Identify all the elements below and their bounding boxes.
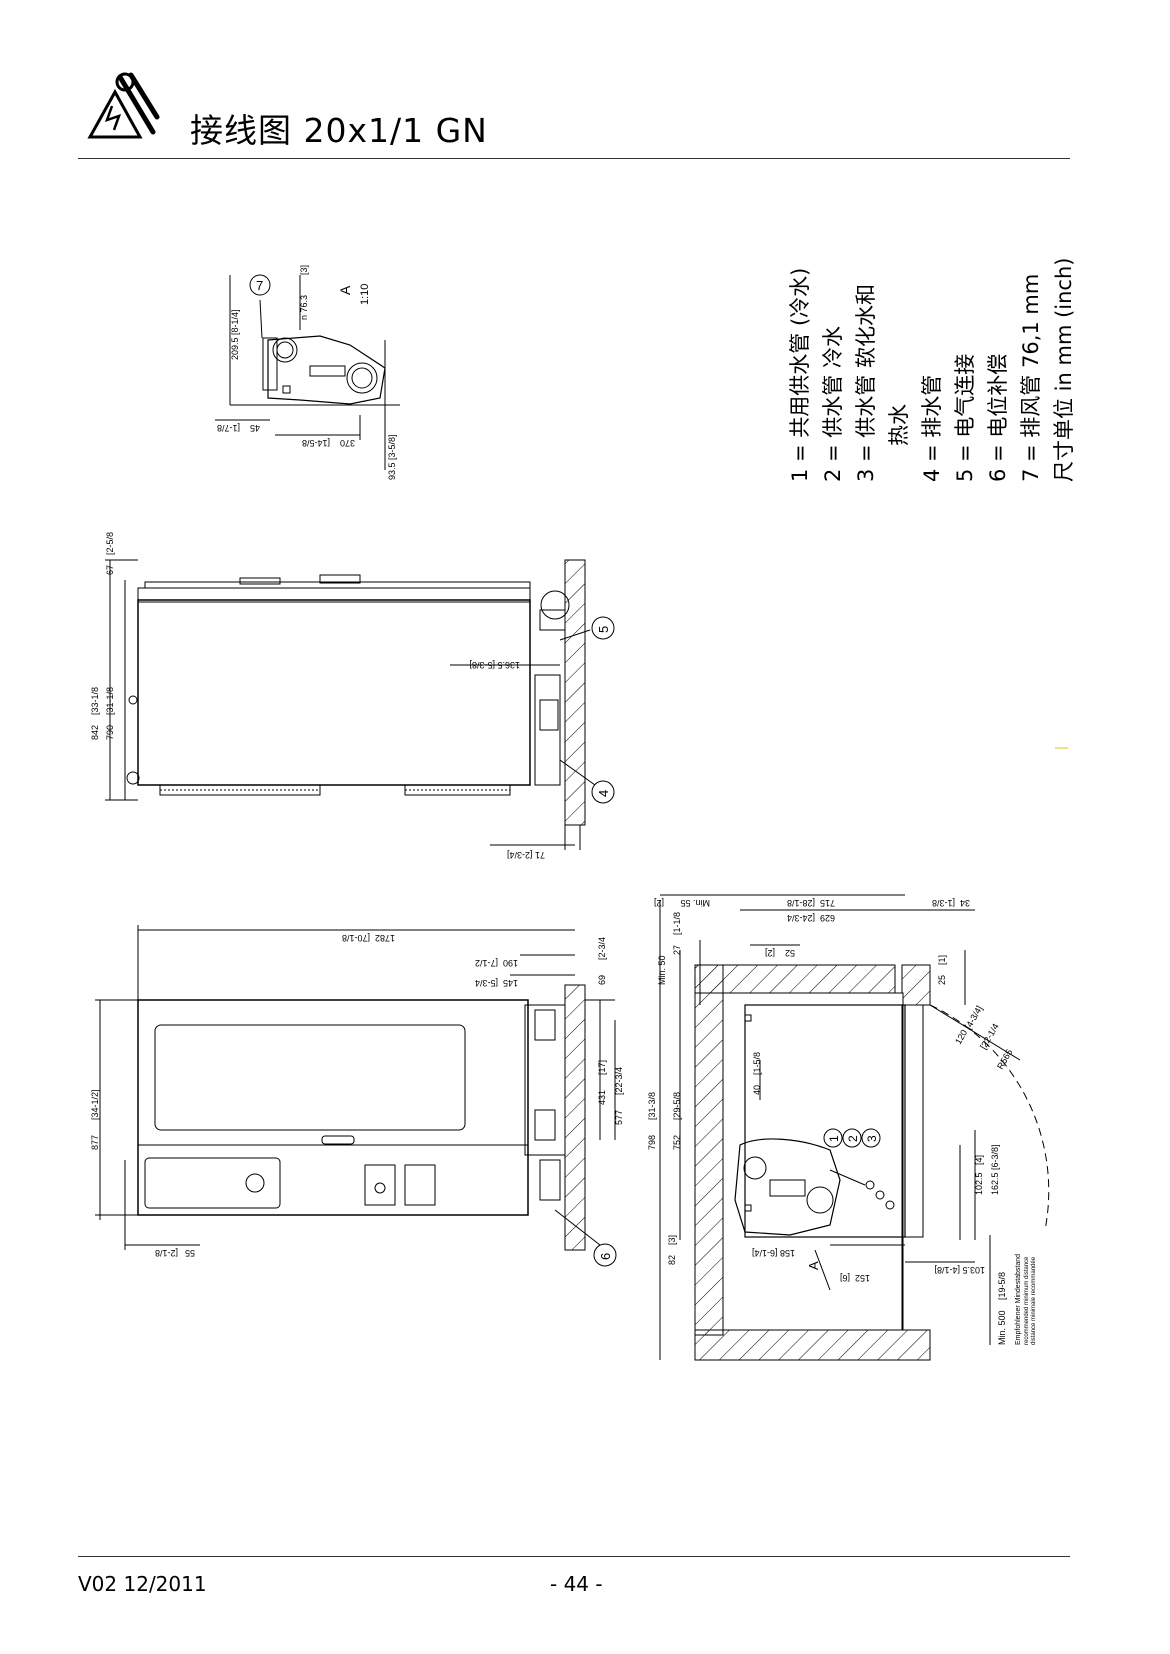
detail-dim-3: [3] xyxy=(299,265,309,275)
side-dim-8: 71 [2-3/4] xyxy=(507,850,545,860)
top-dim-629i: [24-3/4 xyxy=(787,913,815,923)
top-dim-120i: [4-3/4] xyxy=(963,1004,984,1031)
top-dim-b2: [2] xyxy=(654,898,664,908)
front-dim-11: 431 xyxy=(597,1090,607,1105)
top-view xyxy=(659,894,1050,1361)
callout-7-label: 7 xyxy=(256,278,263,293)
front-dim-7: 69 xyxy=(597,975,607,985)
top-dim-120: 120 xyxy=(953,1028,969,1046)
top-dim-715i: [28-1/8 xyxy=(787,898,815,908)
top-label-a: A xyxy=(806,1261,821,1270)
top-dim-102i: [4] xyxy=(974,1155,984,1165)
callout-5 xyxy=(591,616,615,640)
top-dim-34: 34 xyxy=(960,898,970,908)
callout-7 xyxy=(249,274,271,296)
top-dim-752: 752 xyxy=(672,1135,682,1150)
detail-dim-1: 209.5 [8-1/4] xyxy=(230,309,240,360)
detail-label-a: A xyxy=(337,285,353,295)
top-dim-52: 52 xyxy=(785,948,795,958)
top-dim-r565: R565 xyxy=(995,1047,1014,1071)
detail-dim-7: [14-5/8 xyxy=(302,438,330,448)
detail-dim-8: 93.5 [3-5/8] xyxy=(387,434,397,480)
side-dim-5: 790 xyxy=(105,725,115,740)
top-dim-715: 715 xyxy=(820,898,835,908)
top-dim-min500i: [19-5/8 xyxy=(997,1272,1007,1300)
side-dim-3: 842 xyxy=(90,725,100,740)
front-dim-16: [2-1/8 xyxy=(155,1248,178,1258)
callout-6 xyxy=(593,1243,617,1267)
side-dim-2: [2-5/8 xyxy=(105,532,115,555)
side-dim-4: [33-1/8 xyxy=(90,687,100,715)
front-dim-1: 1782 xyxy=(375,933,395,943)
detail-dim-5: [1-7/8 xyxy=(217,423,240,433)
callout-1-label: 1 xyxy=(827,1135,841,1142)
front-dim-3: 190 xyxy=(503,958,518,968)
top-note-2: recommended minimum distance xyxy=(1024,1256,1030,1345)
top-dim-40: 40 xyxy=(752,1085,762,1095)
callout-5-label: 5 xyxy=(596,626,611,633)
top-dim-103: 103.5 [4-1/8] xyxy=(934,1265,985,1275)
header-divider xyxy=(78,158,1070,159)
top-dim-52i: [2] xyxy=(765,948,775,958)
front-dim-12: [17] xyxy=(597,1060,607,1075)
top-dim-629: 629 xyxy=(820,913,835,923)
callout-2 xyxy=(842,1128,862,1148)
top-dim-798i: [31-3/8 xyxy=(647,1092,657,1120)
top-dim-27i: [1-1/8 xyxy=(672,912,682,935)
top-dim-158: 158 [6-1/4] xyxy=(752,1248,795,1258)
page-title: 接线图 20x1/1 GN xyxy=(190,111,488,150)
front-dim-14: [22-3/4 xyxy=(614,1067,624,1095)
top-dim-152: 152 xyxy=(855,1273,870,1283)
footer-divider xyxy=(78,1556,1070,1557)
top-note-1: Empfohlener Mindestabstand xyxy=(1015,1254,1022,1345)
callout-4 xyxy=(591,780,615,804)
front-dim-4: [7-1/2 xyxy=(475,958,498,968)
footer-version: V02 12/2011 xyxy=(78,1572,207,1596)
side-dim-1: 67 xyxy=(105,565,115,575)
front-dim-13: 577 xyxy=(614,1110,624,1125)
front-dim-9: 877 xyxy=(90,1135,100,1150)
front-dim-5: 145 xyxy=(503,978,518,988)
callout-6-label: 6 xyxy=(598,1253,613,1260)
top-dim-min50: Min. 50 xyxy=(657,955,667,985)
detail-scale: 1:10 xyxy=(359,284,371,305)
top-dim-40i: [1-5/8 xyxy=(752,1052,762,1075)
detail-dim-4: 45 xyxy=(250,423,260,433)
top-dim-752i: [29-5/8 xyxy=(672,1092,682,1120)
top-dim-798: 798 xyxy=(647,1135,657,1150)
callout-1 xyxy=(823,1128,843,1148)
front-view xyxy=(95,925,617,1267)
top-dim-25: 25 xyxy=(937,975,947,985)
top-dim-min500: Min. 500 xyxy=(997,1310,1007,1345)
callout-4-label: 4 xyxy=(596,790,611,797)
front-dim-8: [2-3/4 xyxy=(597,937,607,960)
top-dim-min55: Min. 55 xyxy=(680,898,710,908)
callout-3-label: 3 xyxy=(865,1135,879,1142)
side-dim-7: 136.5 [5-3/8] xyxy=(469,660,520,670)
top-dim-162: 162.5 [6-3/8] xyxy=(990,1144,1000,1195)
front-dim-15: 55 xyxy=(185,1248,195,1258)
top-dim-34i: [1-3/8 xyxy=(932,898,955,908)
side-view xyxy=(105,559,615,850)
front-dim-10: [34-1/2] xyxy=(90,1089,100,1120)
top-note-3: distance minimale recommandée xyxy=(1031,1256,1037,1345)
detail-dim-2: n 76.3 xyxy=(299,295,309,320)
top-dim-82: 82 xyxy=(667,1255,677,1265)
page-number: - 44 - xyxy=(550,1572,603,1596)
side-dim-6: [31-1/8 xyxy=(105,687,115,715)
warning-wrench-icon xyxy=(87,72,160,139)
front-dim-2: [70-1/8 xyxy=(342,933,370,943)
callout-3 xyxy=(861,1128,881,1148)
top-dim-27: 27 xyxy=(672,945,682,955)
top-dim-102: 102.5 xyxy=(974,1172,984,1195)
front-dim-6: [5-3/4 xyxy=(475,978,498,988)
top-dim-25i: [1] xyxy=(937,955,947,965)
detail-view-a xyxy=(215,274,400,470)
top-dim-82i: [3] xyxy=(667,1235,677,1245)
callout-2-label: 2 xyxy=(846,1135,860,1142)
top-dim-152i: [6] xyxy=(840,1273,850,1283)
detail-dim-6: 370 xyxy=(340,438,355,448)
page-header: 接线图 20x1/1 GN xyxy=(85,72,985,152)
